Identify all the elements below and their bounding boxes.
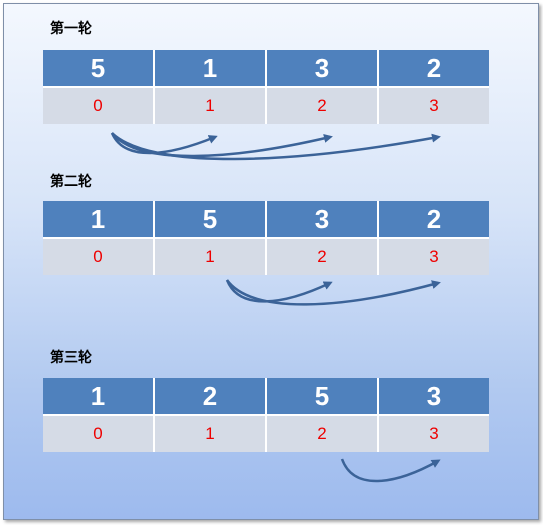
round-3-indices-row: 0 1 2 3: [43, 416, 489, 452]
round-2-value-1: 5: [155, 201, 267, 237]
round-3-value-2: 5: [267, 378, 379, 414]
row-divider: [43, 414, 489, 416]
round-1-value-1: 1: [155, 50, 267, 86]
round-2-value-2: 3: [267, 201, 379, 237]
round-2-values-row: 1 5 3 2: [43, 201, 489, 237]
round-1-values-row: 5 1 3 2: [43, 50, 489, 86]
round-1-value-0: 5: [43, 50, 155, 86]
round-3-index-3: 3: [379, 416, 489, 452]
row-divider: [43, 237, 489, 239]
round-2-index-2: 2: [267, 239, 379, 275]
round-2-index-1: 1: [155, 239, 267, 275]
round-3-value-0: 1: [43, 378, 155, 414]
round-2-indices-row: 0 1 2 3: [43, 239, 489, 275]
round-1-index-0: 0: [43, 88, 155, 124]
round-3-index-0: 0: [43, 416, 155, 452]
round-3-values-row: 1 2 5 3: [43, 378, 489, 414]
round-1-index-1: 1: [155, 88, 267, 124]
round-3-index-2: 2: [267, 416, 379, 452]
round-2-value-3: 2: [379, 201, 489, 237]
round-1-value-3: 2: [379, 50, 489, 86]
round-2-value-0: 1: [43, 201, 155, 237]
round-2-label: 第二轮: [50, 174, 92, 190]
round-2-index-3: 3: [379, 239, 489, 275]
round-2-array: 1 5 3 2 0 1 2 3: [43, 201, 489, 275]
round-1-value-2: 3: [267, 50, 379, 86]
round-1-label: 第一轮: [50, 21, 92, 37]
round-2-index-0: 0: [43, 239, 155, 275]
round-3-index-1: 1: [155, 416, 267, 452]
round-1-indices-row: 0 1 2 3: [43, 88, 489, 124]
round-1-index-3: 3: [379, 88, 489, 124]
round-1-index-2: 2: [267, 88, 379, 124]
round-3-label: 第三轮: [50, 350, 92, 366]
round-3-array: 1 2 5 3 0 1 2 3: [43, 378, 489, 452]
round-3-value-3: 3: [379, 378, 489, 414]
row-divider: [43, 86, 489, 88]
round-1-array: 5 1 3 2 0 1 2 3: [43, 50, 489, 124]
round-3-value-1: 2: [155, 378, 267, 414]
